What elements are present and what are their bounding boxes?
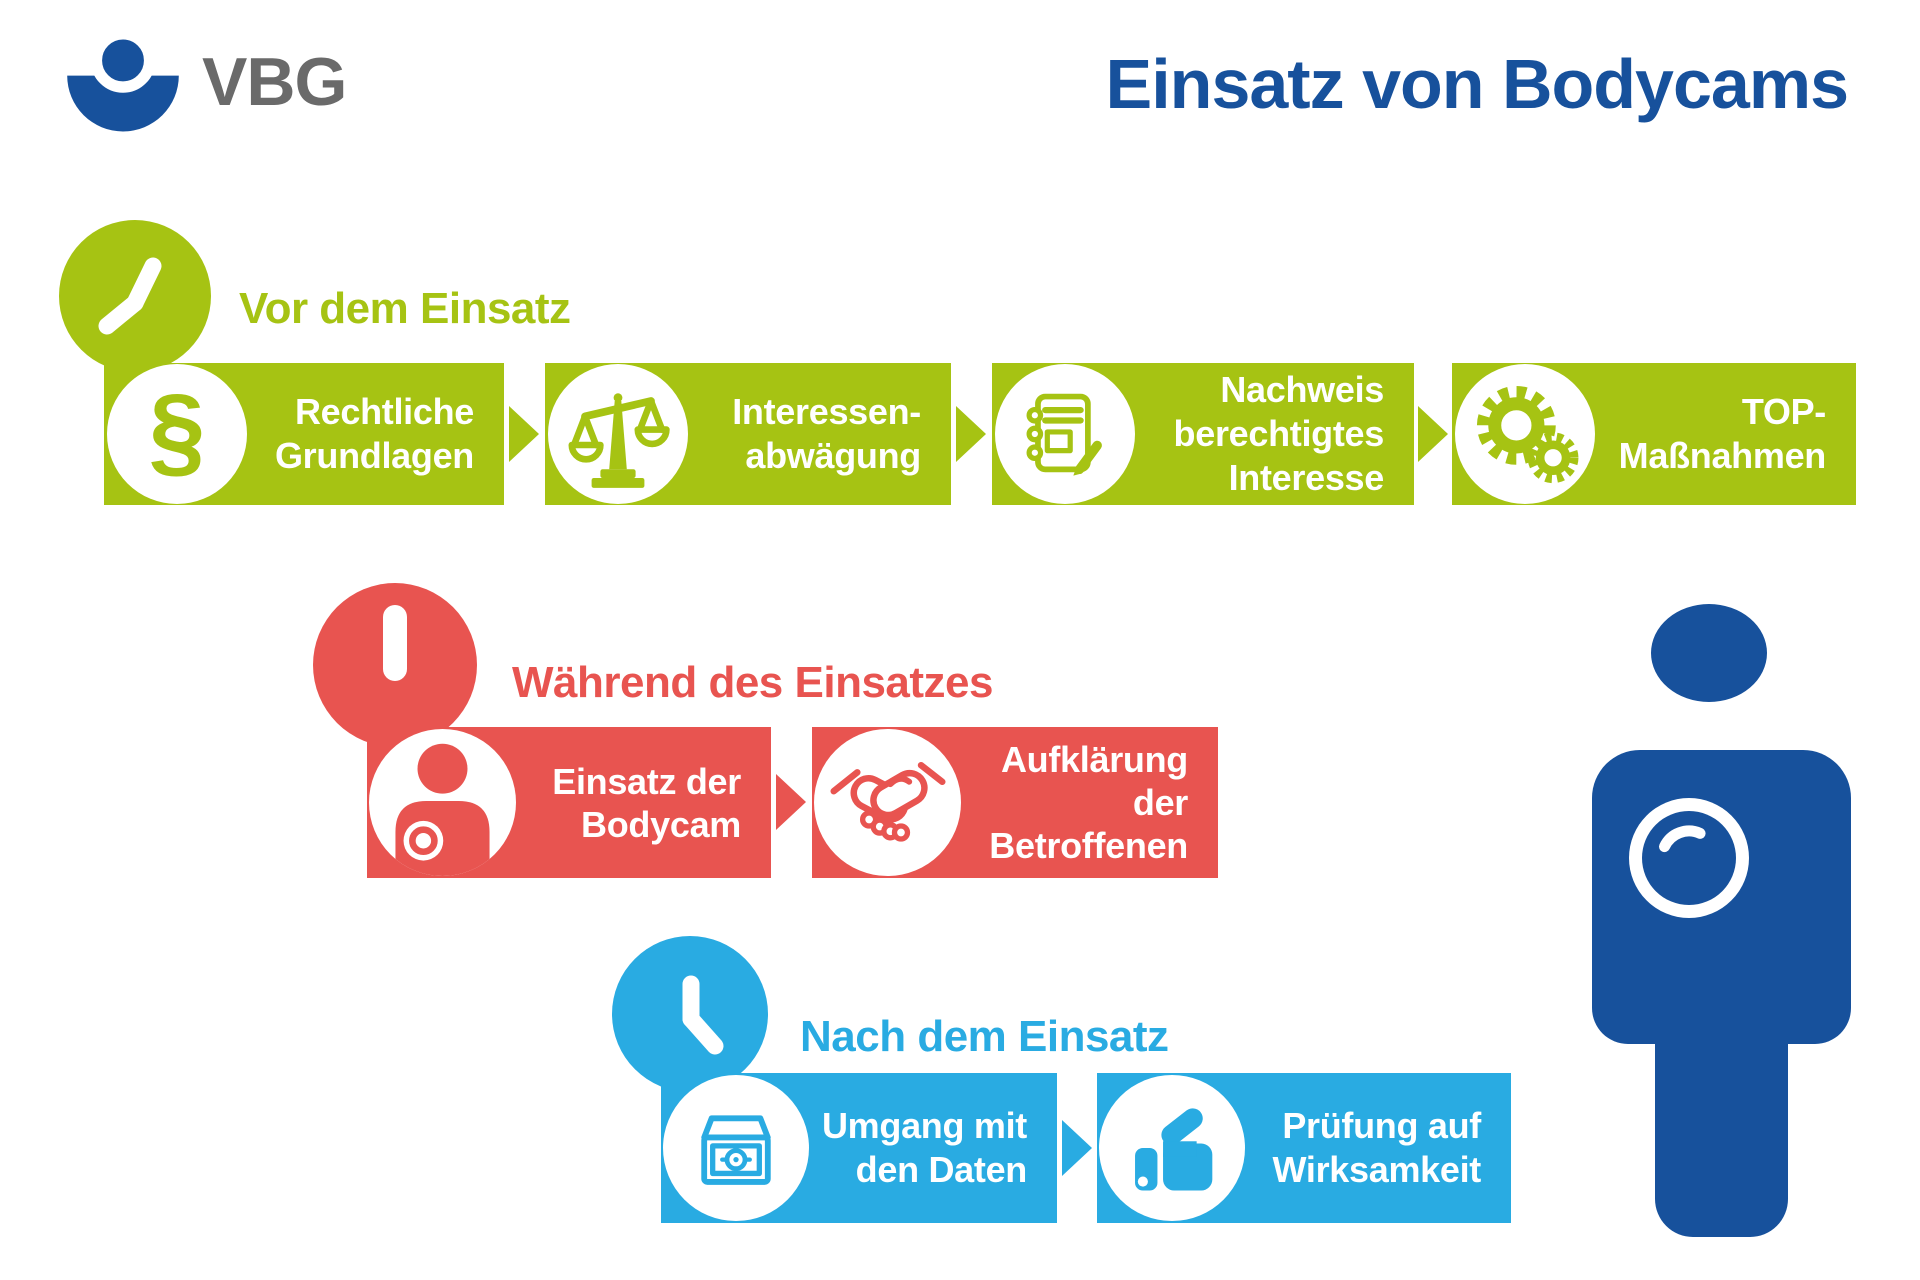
step-einsatz-der-bodycam: Einsatz der Bodycam bbox=[367, 727, 771, 878]
person-legs bbox=[1655, 1000, 1788, 1237]
section-header-before: Vor dem Einsatz bbox=[239, 284, 571, 333]
step-label: Prüfung auf Wirksamkeit bbox=[1272, 1105, 1482, 1190]
exclamation-icon bbox=[313, 583, 477, 747]
step-label: Einsatz der Bodycam bbox=[552, 760, 741, 845]
handshake-icon bbox=[814, 729, 961, 876]
thumbs-up-icon bbox=[1099, 1075, 1245, 1221]
step-rechtliche-grundlagen: § Rechtliche Grundlagen bbox=[104, 363, 504, 505]
gears-icon bbox=[1455, 364, 1595, 504]
step-top-massnahmen: TOP- Maßnahmen bbox=[1452, 363, 1856, 505]
clock-icon bbox=[612, 936, 768, 1092]
arrow-right-icon bbox=[776, 774, 806, 830]
step-aufklaerung-betroffene: Aufklärung der Betroffenen bbox=[812, 727, 1218, 878]
bodycam-person-icon bbox=[369, 729, 516, 876]
vbg-logo-icon bbox=[67, 30, 179, 132]
step-label: Nachweis berechtigtes Interesse bbox=[1173, 369, 1385, 498]
step-label: Umgang mit den Daten bbox=[821, 1105, 1027, 1190]
arrow-right-icon bbox=[509, 406, 539, 462]
arrow-right-icon bbox=[1062, 1120, 1092, 1176]
vbg-logo-text: VBG bbox=[202, 44, 347, 120]
paragraph-icon: § bbox=[107, 364, 247, 504]
section-header-during: Während des Einsatzes bbox=[512, 658, 993, 707]
step-interessenabwaegung: Interessen- abwägung bbox=[545, 363, 951, 505]
step-pruefung-wirksamkeit: Prüfung auf Wirksamkeit bbox=[1097, 1073, 1511, 1223]
bodycam-lens-icon bbox=[1629, 798, 1749, 918]
step-umgang-mit-daten: Umgang mit den Daten bbox=[661, 1073, 1057, 1223]
scales-icon bbox=[548, 364, 688, 504]
step-label: Rechtliche Grundlagen bbox=[274, 391, 474, 476]
notepad-pencil-icon bbox=[995, 364, 1135, 504]
arrow-right-icon bbox=[956, 406, 986, 462]
data-safe-icon bbox=[663, 1075, 809, 1221]
step-label: Interessen- abwägung bbox=[732, 391, 921, 476]
page-title: Einsatz von Bodycams bbox=[1105, 45, 1849, 123]
vbg-logo: VBG bbox=[58, 30, 347, 134]
arrow-right-icon bbox=[1418, 406, 1448, 462]
person-head bbox=[1637, 590, 1781, 716]
section-header-after: Nach dem Einsatz bbox=[800, 1012, 1169, 1061]
step-label: TOP- Maßnahmen bbox=[1618, 391, 1827, 476]
step-nachweis-interesse: Nachweis berechtigtes Interesse bbox=[992, 363, 1414, 505]
clock-icon bbox=[59, 220, 211, 372]
step-label: Aufklärung der Betroffenen bbox=[989, 739, 1188, 866]
